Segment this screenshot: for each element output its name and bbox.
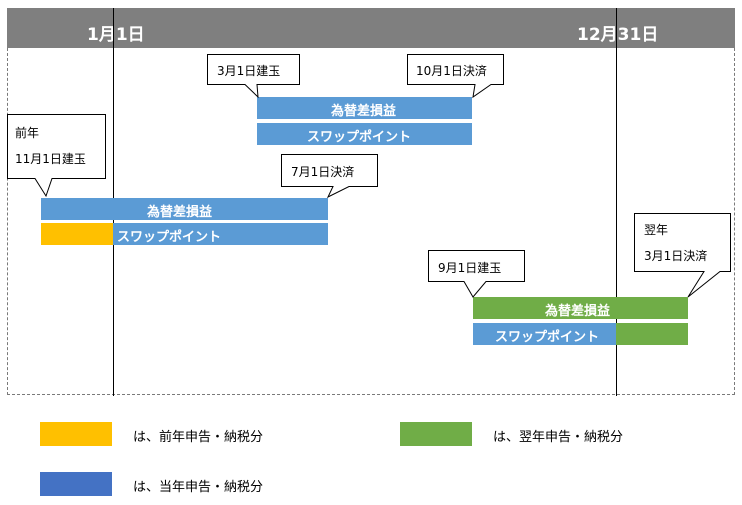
next-fx-label: 為替差損益 <box>545 304 611 319</box>
callout-next-close-shape <box>634 213 731 298</box>
current-swap-label: スワップポイント <box>307 130 412 145</box>
callout-prev-close-text: 7月1日決済 <box>291 165 355 179</box>
legend-swatch-next-year <box>400 422 472 446</box>
next-swap-next-year-segment <box>616 323 688 345</box>
callout-current-close-shape <box>407 54 504 99</box>
callout-current-open-shape <box>207 54 300 99</box>
legend-swatch-prior-year <box>40 422 112 446</box>
next-swap-label: スワップポイント <box>495 330 600 345</box>
legend-text-next-year: は、翌年申告・納税分 <box>493 430 624 445</box>
year-end-line <box>616 8 617 396</box>
prev-swap-label: スワップポイント <box>117 230 222 245</box>
end-date-label: 12月31日 <box>577 25 659 45</box>
start-date-label: 1月1日 <box>87 25 145 45</box>
callout-next-close-text-1: 翌年 <box>644 223 669 237</box>
prev-fx-label: 為替差損益 <box>147 205 213 220</box>
current-fx-bar: 為替差損益 <box>257 97 472 119</box>
current-fx-label: 為替差損益 <box>331 104 397 119</box>
callout-prev-open-shape <box>7 114 106 198</box>
legend-text-prior-year: は、前年申告・納税分 <box>133 430 264 445</box>
prev-swap-prior-year-segment <box>41 223 113 245</box>
prev-fx-bar: 為替差損益 <box>41 198 328 220</box>
legend-text-current-year: は、当年申告・納税分 <box>133 480 264 495</box>
callout-next-open-text: 9月1日建玉 <box>438 261 502 275</box>
callout-next-close-text-2: 3月1日決済 <box>644 249 708 263</box>
prev-swap-current-year-segment: スワップポイント <box>113 223 328 245</box>
timeline-header: 1月1日 12月31日 <box>7 8 735 48</box>
callout-current-open-text: 3月1日建玉 <box>217 64 281 78</box>
next-fx-bar: 為替差損益 <box>473 297 688 319</box>
callout-prev-close-shape <box>281 154 378 199</box>
current-swap-bar: スワップポイント <box>257 123 472 145</box>
callout-prev-open-text-1: 前年 <box>15 126 40 140</box>
timeline-frame <box>7 48 735 395</box>
callout-current-close-text: 10月1日決済 <box>416 64 487 78</box>
callout-prev-open-text-2: 11月1日建玉 <box>15 152 86 166</box>
legend-swatch-current-year <box>40 472 112 496</box>
next-swap-current-year-segment: スワップポイント <box>473 323 616 345</box>
callout-next-open-shape <box>428 250 525 298</box>
